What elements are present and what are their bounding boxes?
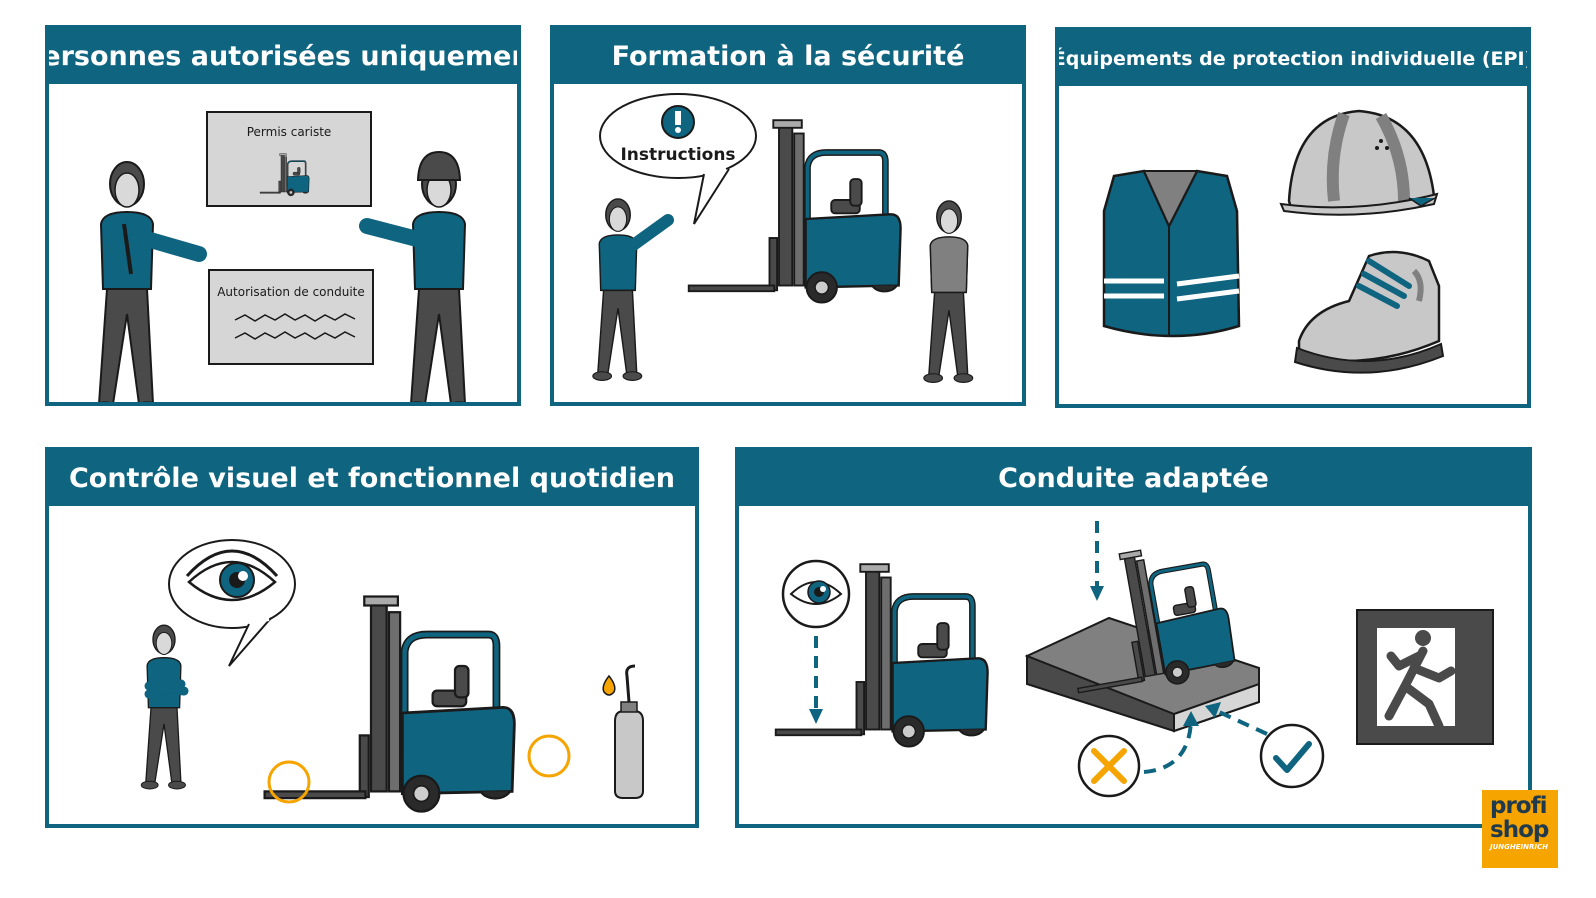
panel-ppe: Équipements de protection individuelle (… bbox=[1055, 27, 1531, 408]
oil-can-icon bbox=[602, 664, 644, 799]
panel-title: Personnes autorisées uniquement bbox=[49, 41, 517, 72]
panel-header: Personnes autorisées uniquement bbox=[49, 29, 517, 84]
panel-header: Formation à la sécurité bbox=[554, 29, 1022, 84]
panel-illustration bbox=[739, 506, 1528, 824]
wrong-path bbox=[1143, 720, 1193, 774]
document-icon: Autorisation de conduite bbox=[208, 269, 374, 365]
eye-icon bbox=[185, 549, 279, 602]
safety-shoe-icon bbox=[1293, 250, 1445, 374]
person-icon bbox=[592, 198, 643, 382]
panel-title: Contrôle visuel et fonctionnel quotidien bbox=[68, 463, 676, 494]
forklift-icon bbox=[265, 597, 515, 812]
speech-bubble-icon bbox=[168, 539, 296, 667]
cross-icon bbox=[1077, 734, 1141, 798]
check-point-forks bbox=[267, 760, 311, 804]
check-icon bbox=[1259, 723, 1325, 789]
hard-hat-icon bbox=[1279, 109, 1439, 216]
doc-license-text: Permis cariste bbox=[247, 125, 332, 139]
logo-line-2: shop bbox=[1490, 817, 1549, 843]
approach-arrow bbox=[1090, 586, 1104, 601]
panel-safety-training: Formation à la sécurité Instructions bbox=[550, 25, 1026, 406]
exclamation-icon bbox=[661, 105, 695, 139]
tie-icon bbox=[122, 223, 133, 275]
panel-illustration: Permis cariste Autorisation de conduite bbox=[49, 84, 517, 402]
document-icon: Permis cariste bbox=[206, 111, 372, 207]
panel-authorized-persons: Personnes autorisées uniquement Permis c… bbox=[45, 25, 521, 406]
person-icon bbox=[91, 161, 161, 402]
sight-arrow bbox=[809, 709, 823, 724]
worker-arm bbox=[359, 218, 425, 247]
worker-helmet-icon bbox=[403, 150, 473, 402]
arms-crossed bbox=[144, 679, 189, 699]
panel-title: Formation à la sécurité bbox=[611, 41, 965, 72]
logo-subline: JUNGHEINRICH bbox=[1490, 843, 1548, 851]
person-icon bbox=[923, 200, 974, 384]
panel-title: Conduite adaptée bbox=[998, 463, 1269, 494]
person-arm-raised bbox=[626, 214, 674, 252]
person-icon bbox=[140, 624, 187, 790]
emergency-exit-icon bbox=[1356, 609, 1494, 745]
profishop-logo: profi shop JUNGHEINRICH bbox=[1482, 790, 1558, 868]
panel-adapted-driving: Conduite adaptée bbox=[735, 447, 1532, 828]
check-point-counterweight bbox=[527, 734, 571, 778]
wrong-arrow bbox=[1183, 711, 1199, 726]
bubble-label: Instructions bbox=[620, 145, 735, 165]
panel-title: Équipements de protection individuelle (… bbox=[1059, 47, 1527, 70]
safety-vest-icon bbox=[1102, 169, 1241, 338]
correct-arrow bbox=[1205, 702, 1221, 718]
panel-header: Équipements de protection individuelle (… bbox=[1059, 31, 1527, 86]
logo-line-1: profi bbox=[1490, 793, 1548, 819]
correct-path bbox=[1216, 709, 1268, 736]
eye-icon bbox=[781, 559, 851, 629]
panel-header: Contrôle visuel et fonctionnel quotidien bbox=[49, 451, 695, 506]
panel-inspection: Contrôle visuel et fonctionnel quotidien bbox=[45, 447, 699, 828]
doc-authorization-text: Autorisation de conduite bbox=[217, 285, 365, 299]
panel-illustration bbox=[1059, 86, 1527, 404]
panel-header: Conduite adaptée bbox=[739, 451, 1528, 506]
panel-illustration: Instructions bbox=[554, 84, 1022, 402]
panel-illustration bbox=[49, 506, 695, 824]
person-arm bbox=[139, 231, 207, 262]
